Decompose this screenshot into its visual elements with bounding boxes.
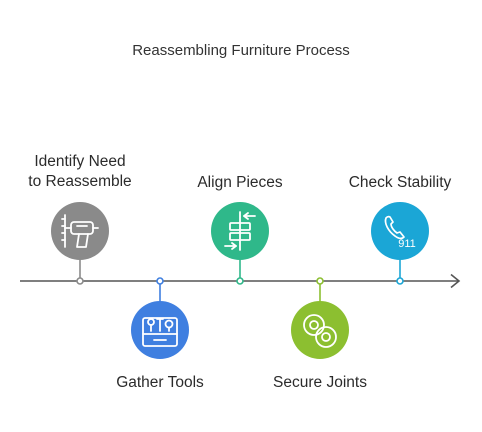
step-3-label: Align Pieces — [197, 174, 283, 191]
phone-911-icon-text: 911 — [398, 238, 416, 250]
step-5-dot — [396, 277, 404, 285]
step-4-badge — [291, 301, 349, 359]
step-5-badge: 911 — [371, 202, 429, 260]
step-2-badge — [131, 301, 189, 359]
washers-icon — [303, 314, 337, 348]
step-3-dot — [236, 277, 244, 285]
phone-911-icon: 911 — [384, 215, 416, 250]
timeline-arrowhead — [450, 273, 461, 289]
step-5-label: Check Stability — [348, 174, 452, 191]
step-1-label: Identify Need to Reassemble — [20, 152, 140, 192]
step-1-label-line2: to Reassemble — [28, 173, 132, 190]
step-4-dot — [316, 277, 324, 285]
align-arrows-icon — [224, 211, 256, 251]
step-3-badge — [211, 202, 269, 260]
step-1-label-line1: Identify Need — [34, 153, 126, 170]
toolbox-icon — [142, 317, 178, 347]
step-4-label: Secure Joints — [273, 374, 367, 391]
step-2-dot — [156, 277, 164, 285]
diagram-title: Reassembling Furniture Process — [132, 42, 350, 59]
drill-icon — [61, 214, 99, 248]
step-1-dot — [76, 277, 84, 285]
step-2-label: Gather Tools — [116, 374, 204, 391]
step-1-badge — [51, 202, 109, 260]
